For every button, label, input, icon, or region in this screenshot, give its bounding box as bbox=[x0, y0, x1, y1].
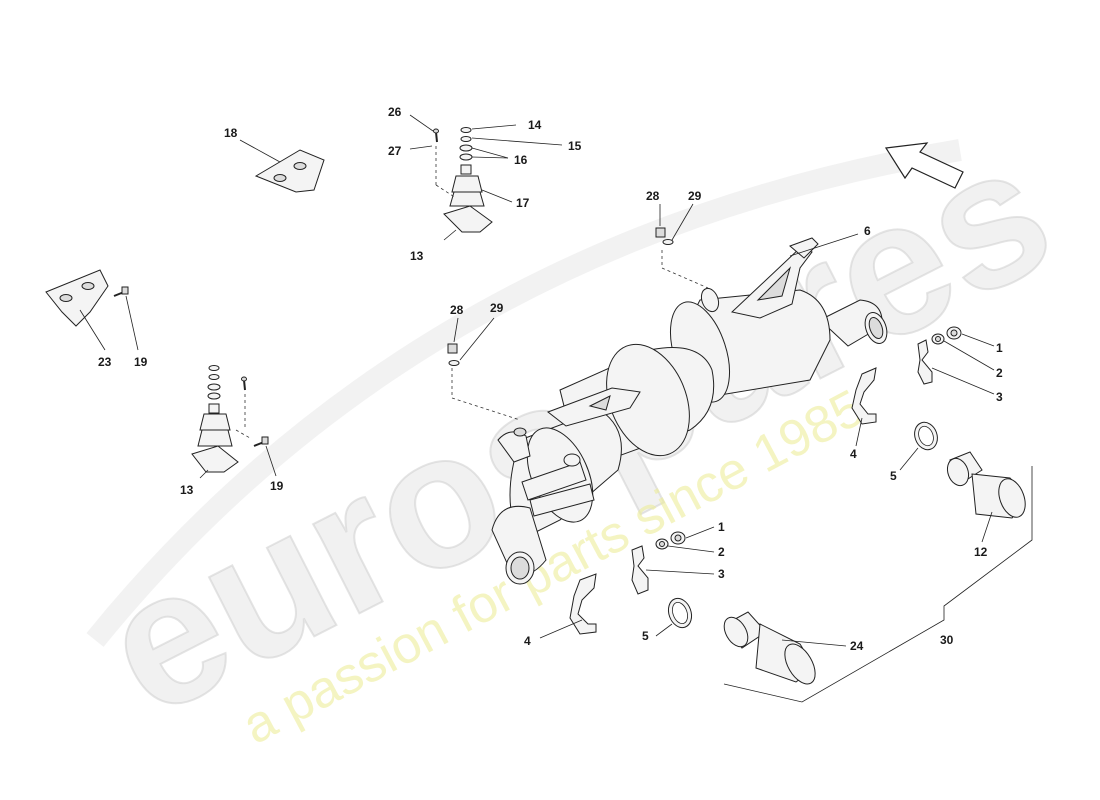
callout-17: 17 bbox=[516, 196, 530, 210]
callout-28-lower: 28 bbox=[450, 303, 464, 317]
callout-2-lower: 2 bbox=[718, 545, 725, 559]
callout-1-upper: 1 bbox=[996, 341, 1003, 355]
plug-part-28-upper bbox=[655, 227, 674, 245]
callout-26: 26 bbox=[388, 105, 402, 119]
callout-14: 14 bbox=[528, 118, 542, 132]
bolt-part-19-bottom bbox=[253, 436, 269, 447]
bracket-part-23 bbox=[45, 269, 109, 327]
callout-3-lower: 3 bbox=[718, 567, 725, 581]
callout-4-upper: 4 bbox=[850, 447, 857, 461]
callout-3-upper: 3 bbox=[996, 390, 1003, 404]
callout-18: 18 bbox=[224, 126, 238, 140]
washer-part-2-upper bbox=[931, 333, 945, 345]
callout-5-upper: 5 bbox=[890, 469, 897, 483]
callout-19-bottom: 19 bbox=[270, 479, 284, 493]
gasket-part-5-upper bbox=[914, 421, 938, 451]
callout-28-upper: 28 bbox=[646, 189, 660, 203]
gasket-part-5-lower bbox=[667, 597, 693, 629]
bolt-part-19-top bbox=[113, 286, 129, 297]
direction-arrow-icon bbox=[884, 142, 964, 189]
callout-12: 12 bbox=[974, 545, 988, 559]
callout-2-upper: 2 bbox=[996, 366, 1003, 380]
group-bracket-30 bbox=[723, 466, 1033, 703]
nut-part-1-upper bbox=[946, 326, 962, 340]
callout-15: 15 bbox=[568, 139, 582, 153]
callout-13-lower: 13 bbox=[180, 483, 194, 497]
tailpipe-part-12 bbox=[946, 451, 1026, 519]
nut-part-1-lower bbox=[670, 531, 686, 545]
clamp-part-4-lower bbox=[569, 573, 597, 635]
tailpipe-part-24 bbox=[723, 611, 816, 685]
callout-labels: 26 27 14 15 16 17 13 18 23 19 19 13 28 2… bbox=[98, 105, 1003, 653]
rubber-mount-assembly-lower bbox=[191, 365, 247, 473]
rubber-mount-assembly-upper bbox=[433, 127, 493, 233]
clamp-part-3-upper bbox=[917, 339, 933, 385]
callout-29-lower: 29 bbox=[490, 301, 504, 315]
callout-1-lower: 1 bbox=[718, 520, 725, 534]
plug-part-28-lower bbox=[447, 343, 460, 366]
callout-27: 27 bbox=[388, 144, 402, 158]
clamp-part-3-lower bbox=[631, 545, 649, 595]
callout-30: 30 bbox=[940, 633, 954, 647]
callout-5-lower: 5 bbox=[642, 629, 649, 643]
callout-23: 23 bbox=[98, 355, 112, 369]
callout-13-upper: 13 bbox=[410, 249, 424, 263]
callout-29-upper: 29 bbox=[688, 189, 702, 203]
clamp-part-4-upper bbox=[851, 367, 877, 425]
callout-16: 16 bbox=[514, 153, 528, 167]
bracket-part-18 bbox=[254, 149, 325, 193]
callout-19-top: 19 bbox=[134, 355, 148, 369]
callout-6: 6 bbox=[864, 224, 871, 238]
muffler-assembly bbox=[491, 237, 888, 585]
callout-24: 24 bbox=[850, 639, 864, 653]
callout-4-lower: 4 bbox=[524, 634, 531, 648]
washer-part-2-lower bbox=[655, 538, 669, 550]
